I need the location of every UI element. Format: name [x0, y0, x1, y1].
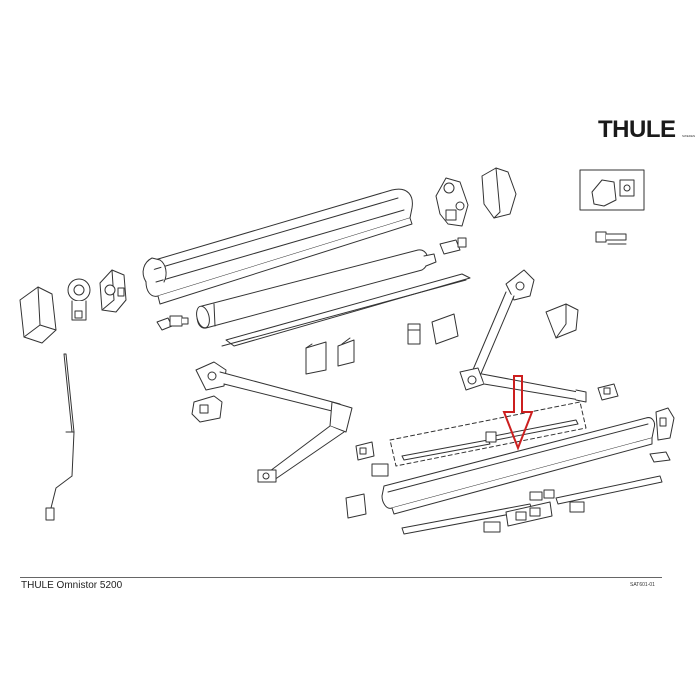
- support-bracket-right: [337, 337, 355, 367]
- end-plug-right: [439, 237, 467, 255]
- right-gearbox: [435, 177, 469, 227]
- cassette-housing: [142, 188, 413, 305]
- arm-end-cap-right: [597, 383, 619, 401]
- lead-bar-end-right: [649, 407, 675, 463]
- front-lead-bar: [381, 417, 655, 515]
- tension-rod-kit: [389, 401, 587, 467]
- support-bracket-left: [305, 341, 327, 375]
- bolt-part: [595, 231, 627, 245]
- highlight-arrow: [502, 375, 534, 451]
- thule-logo: THULE: [598, 116, 676, 143]
- roller-end-plug: [156, 315, 189, 331]
- right-folding-arm: [459, 269, 587, 403]
- right-end-cap: [481, 167, 517, 219]
- footer-code: SAT601-01: [630, 582, 655, 588]
- tension-rods-bottom: [401, 475, 663, 535]
- lower-profile: [221, 273, 471, 347]
- lead-bar-end-left: [345, 441, 389, 519]
- wall-clip-3: [545, 303, 579, 339]
- left-bracket-parts: [67, 269, 127, 321]
- small-clip-bottom: [483, 501, 585, 533]
- logo-subtext: SWEDEN: [682, 134, 696, 138]
- arm-end-cap-left: [191, 395, 223, 423]
- crank-handle: [45, 353, 75, 521]
- fabric-roller: [196, 249, 437, 329]
- left-folding-arm: [195, 361, 353, 483]
- inset-detail-box: [579, 169, 645, 211]
- wall-clip-1: [407, 323, 421, 345]
- footer-divider: [20, 577, 662, 578]
- left-end-cap: [19, 286, 57, 344]
- buckle-part: [505, 501, 553, 527]
- footer-title: THULE Omnistor 5200: [21, 580, 123, 591]
- wall-clip-2: [431, 313, 459, 345]
